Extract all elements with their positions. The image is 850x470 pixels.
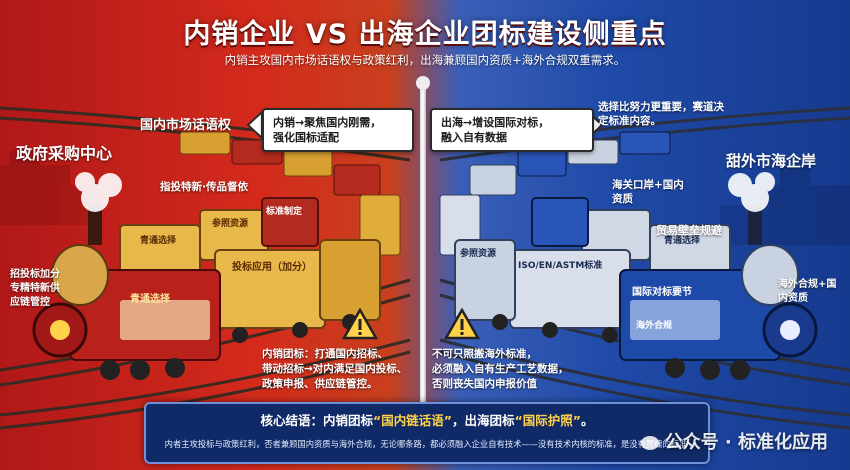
right-foreign-label: 甜外市海企岸 [726,152,817,170]
right-callout-line1: 出海→增设国际对标， [441,116,550,129]
left-car-label-3: 投标应用（加分） [232,262,312,273]
conclusion-suffix: 。 [580,413,594,428]
right-callout: 出海→增设国际对标， 融入自有数据 [430,108,594,152]
left-bonus-label: 招投标加分专精特新供应链管控 [10,269,60,308]
left-car-label-2: 标准制定 [266,207,303,217]
left-train [32,131,401,380]
left-note: 内销团标：打通国内招标、 带动招标→对内满足国内投标、 政策申报、供应链管控。 [262,347,412,392]
watermark-text: 公众号 · 标准化应用 [664,432,828,453]
right-car-label-3: 国际对标要节 [632,287,692,298]
center-divider-cap [416,76,430,90]
right-customs-label: 海关口岸+国内资质 [612,179,684,205]
conclusion-prefix: 核心结语：内销团标 [260,413,374,428]
conclusion-mid: ，出海团标 [451,413,515,428]
right-car-label-1: ISO/EN/ASTM标准 [518,261,603,271]
left-callout-line2: 强化国标适配 [273,131,339,144]
right-trade-label: 贸易壁垒规避 [656,224,722,237]
warning-icon-left [342,308,378,340]
center-divider-pole [420,80,426,410]
left-gov-label: 政府采购中心 [16,144,113,163]
conclusion-banner: 核心结语：内销团标“国内链话语”，出海团标“国际护照”。 内者主攻投标与政策红利… [144,402,710,464]
right-note-line2: 必须融入自有生产工艺数据， [432,363,569,375]
right-note-line3: 否则丧失国内申报价值 [432,378,537,390]
right-car-label-2: 青通选择 [664,236,701,246]
conclusion-hl2: “国际护照” [514,413,581,428]
left-note-line2: 带动招标→对内满足国内投标、 [262,363,408,375]
right-effort-label: 选择比努力更重要，赛道决定标准内容。 [598,101,724,127]
right-wheels [492,314,750,380]
page-subtitle: 内销主攻国内市场话语权与政策红利，出海兼顾国内资质+海外合规双重需求。 [224,53,626,67]
conclusion-hl1: “国内链话语” [373,413,452,428]
right-note: 不可只照搬海外标准， 必须融入自有生产工艺数据， 否则丧失国内申报价值 [432,347,602,392]
right-train [439,131,818,380]
left-buildings [0,150,100,225]
left-car-label-4: 青通选择 [130,294,170,305]
left-note-line3: 政策申报、供应链管控。 [262,378,378,390]
conclusion-key: 核心结语：内销团标“国内链话语”，出海团标“国际护照”。 [146,410,708,429]
left-callout-arrow [246,109,263,141]
right-note-line1: 不可只照搬海外标准， [432,348,537,360]
right-car-label-0: 参照资源 [460,249,497,259]
wechat-icon [640,436,659,450]
left-car-label-0: 青通选择 [140,236,177,246]
right-smoke [728,172,775,212]
left-smoke [75,172,122,212]
watermark: 公众号 · 标准化应用 [640,428,828,454]
left-market-label: 国内市场话语权 [140,118,232,133]
left-bid-label: 指投特新·传品督依 [160,181,248,193]
left-callout: 内销→聚焦国内刚需， 强化国标适配 [262,108,414,152]
warning-icon-right [444,308,480,340]
right-car-label-4: 海外合规 [636,321,673,331]
left-callout-line1: 内销→聚焦国内刚需， [273,116,382,129]
left-car-label-1: 参照资源 [212,219,249,229]
conclusion-desc: 内者主攻投标与政策红利，否者兼顾国内资质与海外合规，无论哪条路，都必须融入企业自… [164,439,688,449]
right-compliance-label: 海外合规+国内资质 [778,279,837,304]
page-title: 内销企业 VS 出海企业团标建设侧重点 [183,19,667,50]
right-callout-line2: 融入自有数据 [441,131,507,144]
left-note-line1: 内销团标：打通国内招标、 [262,348,388,360]
